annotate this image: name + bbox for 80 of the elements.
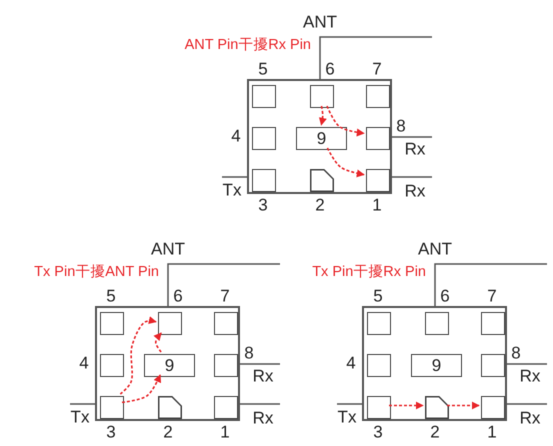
pin-name: Rx — [404, 182, 426, 200]
pin-name: Tx — [222, 182, 242, 198]
arrow — [318, 106, 327, 126]
pin-name: ANT — [303, 14, 337, 30]
pin-number: 4 — [79, 354, 89, 372]
pin-number: 5 — [106, 288, 116, 304]
arrow — [389, 402, 424, 410]
pin-name: ANT — [151, 240, 185, 258]
pin-pad — [158, 312, 182, 335]
interference-title: ANT Pin干擾Rx Pin — [184, 38, 311, 52]
pin-pad — [310, 169, 334, 192]
pin-name: Rx — [520, 410, 540, 426]
pin-pad — [214, 396, 238, 419]
pin-number: 3 — [106, 424, 116, 440]
pin-pad — [214, 312, 238, 335]
pin-pad — [252, 85, 276, 108]
pin-pad — [481, 396, 505, 419]
pin-number: 3 — [258, 196, 268, 214]
arrow — [447, 402, 480, 410]
package-body — [362, 306, 507, 421]
pin-pad — [366, 85, 390, 108]
pin-number: 1 — [220, 424, 230, 440]
pin-pad — [367, 312, 391, 335]
interference-title: Tx Pin干擾ANT Pin — [34, 264, 159, 280]
pin-pad — [366, 169, 390, 192]
pin-name: Rx — [252, 368, 274, 384]
pin-pad — [367, 354, 391, 377]
pin-pad — [481, 354, 505, 377]
pin-number: 5 — [373, 288, 383, 304]
pin-number: 7 — [220, 288, 230, 304]
package-body — [247, 79, 392, 194]
pin-number: 8 — [396, 118, 406, 134]
pin-number: 7 — [372, 60, 382, 78]
pin-number: 6 — [440, 288, 450, 304]
pin-number: 6 — [173, 288, 183, 304]
pin-pad — [425, 312, 449, 335]
pin-number: 2 — [163, 424, 173, 440]
pin-pad — [425, 396, 449, 419]
pin-number: 9 — [432, 357, 442, 374]
interference-title: Tx Pin干擾Rx Pin — [312, 264, 426, 280]
pin-pad — [367, 396, 391, 419]
pin-number: 4 — [346, 354, 356, 372]
pin-pad — [366, 127, 390, 150]
pin-name: Rx — [252, 410, 274, 426]
pin-name: Rx — [520, 368, 540, 384]
pin-pad — [100, 354, 124, 377]
pin-number: 7 — [487, 288, 497, 304]
arrow — [122, 374, 161, 404]
pin-pad — [158, 396, 182, 419]
pin-pad — [252, 127, 276, 150]
arrow — [154, 332, 162, 352]
pin-number: 8 — [511, 344, 521, 362]
pin-number: 5 — [258, 60, 268, 78]
pin-name: Rx — [404, 140, 426, 158]
arrow — [326, 106, 365, 136]
pin-pad — [100, 396, 124, 419]
arrow — [120, 316, 157, 395]
pin-number: 8 — [244, 344, 254, 362]
pin-number: 4 — [231, 128, 241, 144]
pin-name: Tx — [70, 408, 90, 426]
pin-pad — [252, 169, 276, 192]
pin-number: 1 — [487, 424, 497, 440]
pin-pad — [100, 312, 124, 335]
pin-number: 9 — [164, 357, 174, 374]
pin-pad — [411, 354, 462, 377]
pin-name: ANT — [418, 240, 452, 258]
pin-number: 2 — [430, 424, 440, 440]
package-body — [95, 306, 240, 421]
pin-name: Tx — [338, 408, 356, 426]
pin-pad — [296, 127, 347, 150]
arrow — [326, 148, 365, 178]
pin-number: 2 — [315, 196, 325, 214]
pin-pad — [144, 354, 195, 377]
pin-number: 9 — [316, 130, 326, 147]
pin-pad — [481, 312, 505, 335]
pin-pad — [310, 85, 334, 108]
pin-number: 3 — [373, 424, 383, 440]
pin-pad — [214, 354, 238, 377]
pin-number: 1 — [372, 196, 382, 214]
pin-number: 6 — [325, 60, 335, 78]
